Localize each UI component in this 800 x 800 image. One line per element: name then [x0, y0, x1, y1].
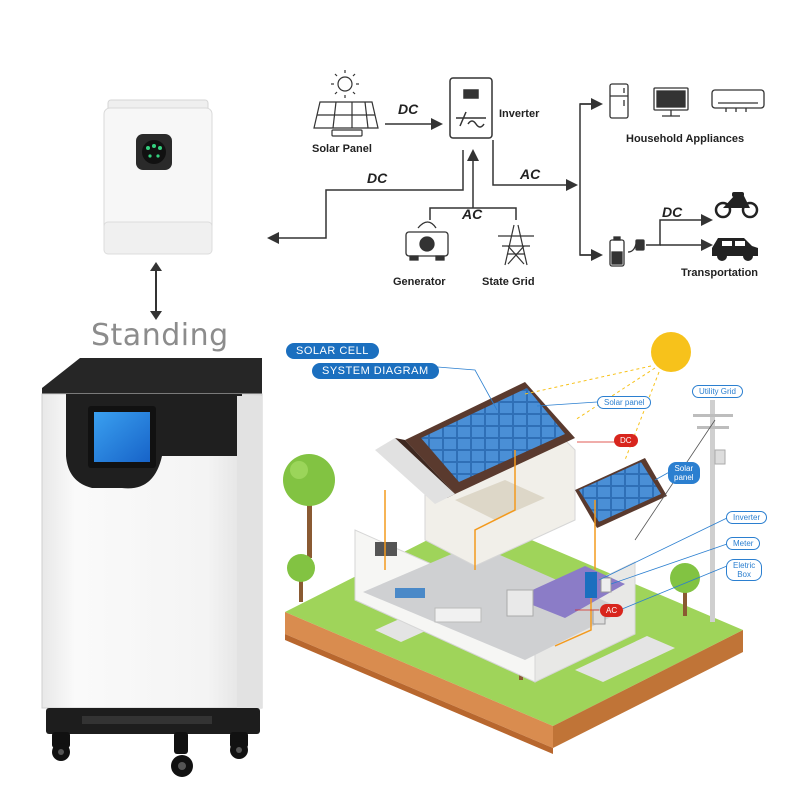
callout-electric-box: Eletric Box [726, 559, 763, 581]
sofa-icon [395, 588, 425, 598]
transportation-label: Transportation [681, 267, 759, 279]
generator-icon [405, 221, 449, 261]
standing-label: Standing [91, 318, 229, 353]
double-arrow-icon [150, 262, 162, 320]
tree-right-icon [670, 563, 700, 616]
household-appliances-label: Household Appliances [626, 133, 745, 145]
callout-solar-panel-2: Solar panel [668, 462, 700, 484]
solar-panel-icon [313, 101, 379, 137]
dc-tag-transport: DC [662, 204, 683, 220]
inverter-icon [449, 77, 493, 139]
generator-label: Generator [393, 276, 446, 288]
callout-meter: Meter [726, 537, 761, 550]
callout-ac: AC [600, 604, 624, 617]
ac-tag-right: AC [520, 166, 541, 182]
energy-flow-diagram [267, 70, 765, 267]
car-icon [712, 238, 758, 261]
sun-icon [331, 70, 359, 98]
tv-icon [653, 87, 689, 117]
callout-dc: DC [614, 434, 638, 447]
fridge-icon [506, 589, 534, 617]
state-grid-label: State Grid [482, 276, 535, 288]
motorcycle-icon [714, 192, 759, 219]
air-conditioner-icon [711, 89, 765, 112]
battery-plug-icon [609, 236, 645, 267]
callout-solar-panel: Solar panel [597, 396, 652, 409]
wall-inverter-image [103, 99, 213, 255]
callout-inverter: Inverter [726, 511, 768, 524]
transmission-tower-icon [498, 224, 534, 266]
sun-icon [651, 332, 691, 372]
solar-panel-label: Solar Panel [312, 143, 372, 155]
tv-icon [375, 542, 397, 556]
diagram-title-line2: SYSTEM DIAGRAM [312, 363, 439, 379]
house-system-illustration [283, 332, 743, 754]
ac-tag-bottom: AC [462, 206, 483, 222]
dc-tag-left: DC [367, 170, 388, 186]
dc-tag-top: DC [398, 101, 419, 117]
diagram-title-line1: SOLAR CELL [286, 343, 379, 359]
tree-left-icon [283, 454, 335, 558]
callout-utility-grid: Utility Grid [692, 385, 743, 398]
fridge-icon [609, 83, 629, 119]
inverter-label: Inverter [499, 108, 540, 120]
inverter-unit-icon [585, 572, 597, 598]
tree-small-left-icon [287, 554, 315, 602]
battery-cabinet-image [41, 358, 263, 777]
meter-icon [600, 577, 612, 593]
